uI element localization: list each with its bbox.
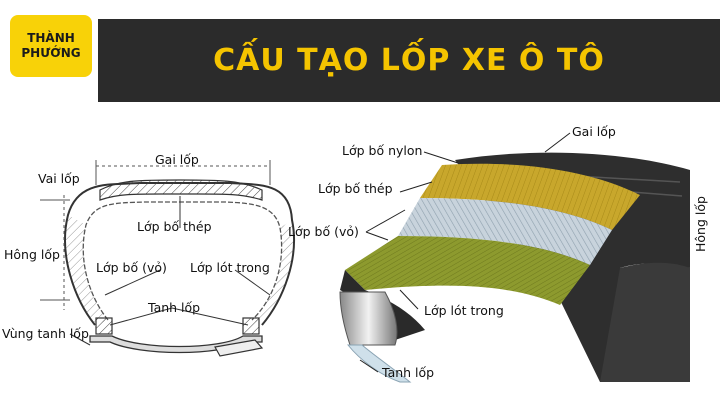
left-label-vai-lop: Vai lốp: [38, 171, 80, 186]
tire-sidewall-hatch-right: [252, 220, 295, 325]
left-label-hong-lop: Hông lốp: [4, 247, 60, 262]
tire-cutaway-3d: [339, 132, 690, 383]
right-label-tanh-lop: Tanh lốp: [381, 365, 434, 380]
tire-tread-band: [99, 179, 263, 201]
right-label-lop-bo-thep: Lớp bố thép: [318, 181, 393, 196]
left-label-lop-lot-trong: Lớp lót trong: [190, 260, 270, 275]
layer-steel: [398, 198, 612, 265]
left-label-lop-bo-thep: Lớp bố thép: [137, 219, 212, 234]
tire-inner-profile: [82, 201, 283, 321]
right-label-lop-bo-nylon: Lớp bố nylon: [342, 143, 422, 158]
page-title: CẤU TẠO LỐP XE Ô TÔ: [213, 43, 605, 78]
left-label-gai-lop: Gai lốp: [155, 152, 199, 167]
brand-line-2: PHƯỚNG: [21, 46, 81, 60]
layer-nylon: [420, 163, 640, 230]
left-label-lop-bo-vo: Lớp bố (vỏ): [96, 260, 167, 275]
right-label-lop-bo-vo: Lớp bố (vỏ): [288, 224, 359, 239]
brand-line-1: THÀNH: [27, 31, 75, 45]
left-label-tanh-lop: Tanh lốp: [147, 300, 200, 315]
valve-stem: [214, 339, 264, 357]
right-label-gai-lop: Gai lốp: [572, 124, 616, 139]
layer-carcass: [345, 236, 590, 305]
tire-cross-section: [40, 160, 296, 357]
bead-wire: [346, 344, 412, 383]
right-label-lop-lot-trong: Lớp lót trong: [424, 303, 504, 318]
tire-sidewall-hatch-left: [65, 215, 108, 325]
tire-sidewall-dark: [600, 262, 690, 382]
bead-right: [242, 317, 260, 335]
rim-flange: [339, 291, 398, 346]
bead-left: [95, 317, 113, 335]
title-banner: CẤU TẠO LỐP XE Ô TÔ: [98, 19, 720, 102]
left-label-vung-tanh-lop: Vùng tanh lốp: [2, 326, 89, 341]
brand-logo: THÀNH PHƯỚNG: [10, 15, 92, 77]
right-label-hong-lop: Hông lốp: [693, 196, 708, 252]
